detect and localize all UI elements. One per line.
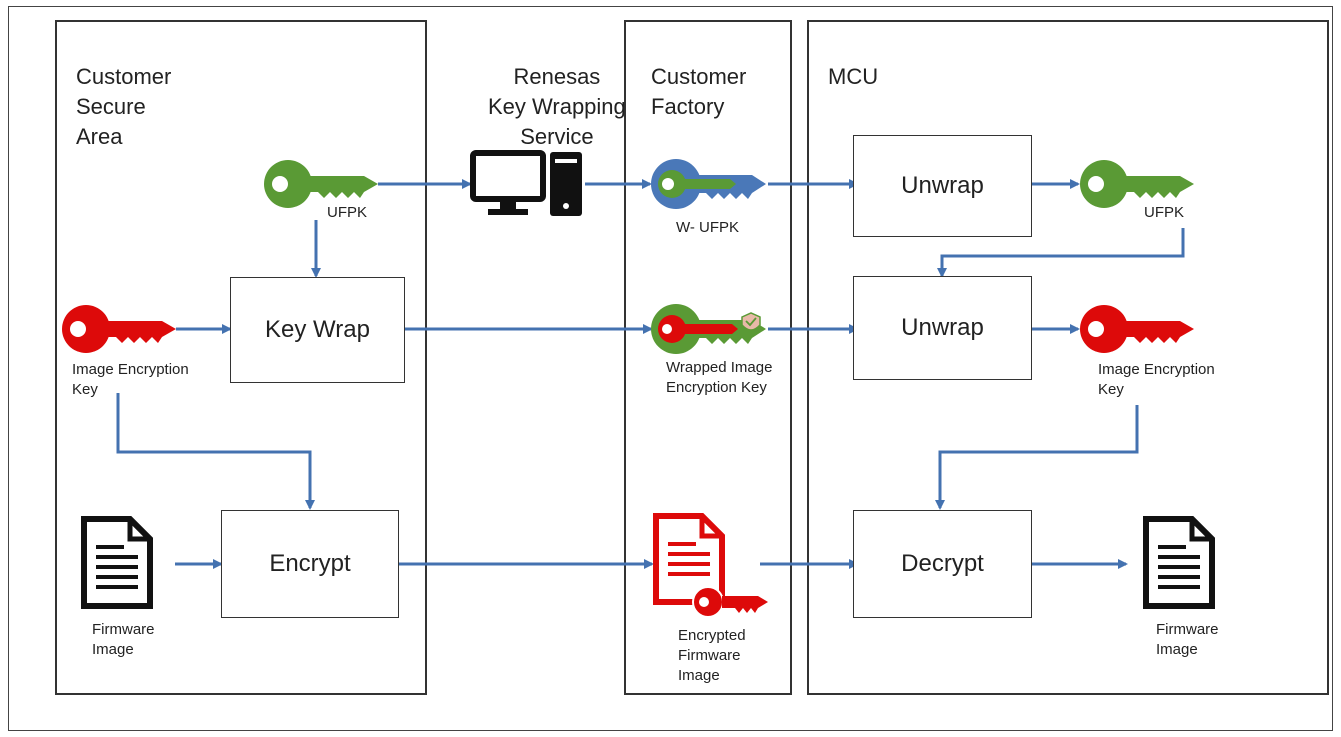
wrapped-key-label: Wrapped Image Encryption Key: [666, 359, 773, 396]
w-ufpk-label: W- UFPK: [676, 219, 740, 236]
image-key-icon-left: [62, 305, 176, 353]
key-wrap-box: Key Wrap: [230, 277, 405, 383]
arrow-imagekey-to-decrypt: [935, 405, 1139, 510]
encrypted-firmware-icon: [653, 513, 768, 618]
wrapped-image-key-icon: [651, 304, 766, 354]
renesas-service-title: Renesas Key Wrapping Service: [488, 64, 626, 149]
customer-factory-title: Customer Factory: [651, 64, 747, 119]
image-key-icon-right: [1080, 305, 1194, 353]
mcu-title: MCU: [828, 64, 879, 89]
arrow-imagekey-to-encrypt: [116, 393, 315, 510]
unwrap-box-2: Unwrap: [853, 276, 1032, 380]
customer-factory-zone: [624, 20, 792, 695]
ufpk-key-icon: [264, 160, 378, 208]
computer-icon: [470, 150, 582, 216]
ufpk-label-right: UFPK: [1144, 204, 1185, 221]
wrapped-ufpk-key-icon: [651, 159, 766, 209]
customer-secure-area-title: Customer Secure Area: [76, 64, 172, 149]
ufpk-label-left: UFPK: [327, 204, 368, 221]
encrypted-firmware-label: Encrypted Firmware Image: [678, 627, 746, 684]
firmware-image-label-right: Firmware Image: [1156, 621, 1219, 658]
mcu-zone: [807, 20, 1329, 695]
firmware-image-label-left: Firmware Image: [92, 621, 155, 658]
firmware-document-icon-left: [81, 516, 153, 609]
diagram-frame: [8, 6, 1333, 731]
encrypt-box: Encrypt: [221, 510, 399, 618]
unwrap-box-1: Unwrap: [853, 135, 1032, 237]
customer-secure-area-zone: [55, 20, 427, 695]
firmware-document-icon-right: [1143, 516, 1215, 609]
decrypt-box: Decrypt: [853, 510, 1032, 618]
ufpk-key-icon-right: [1080, 160, 1194, 208]
image-encryption-key-label-right: Image Encryption Key: [1098, 361, 1215, 398]
image-encryption-key-label-left: Image Encryption Key: [72, 361, 189, 398]
arrow-ufpk-to-unwrap2: [937, 228, 1185, 278]
